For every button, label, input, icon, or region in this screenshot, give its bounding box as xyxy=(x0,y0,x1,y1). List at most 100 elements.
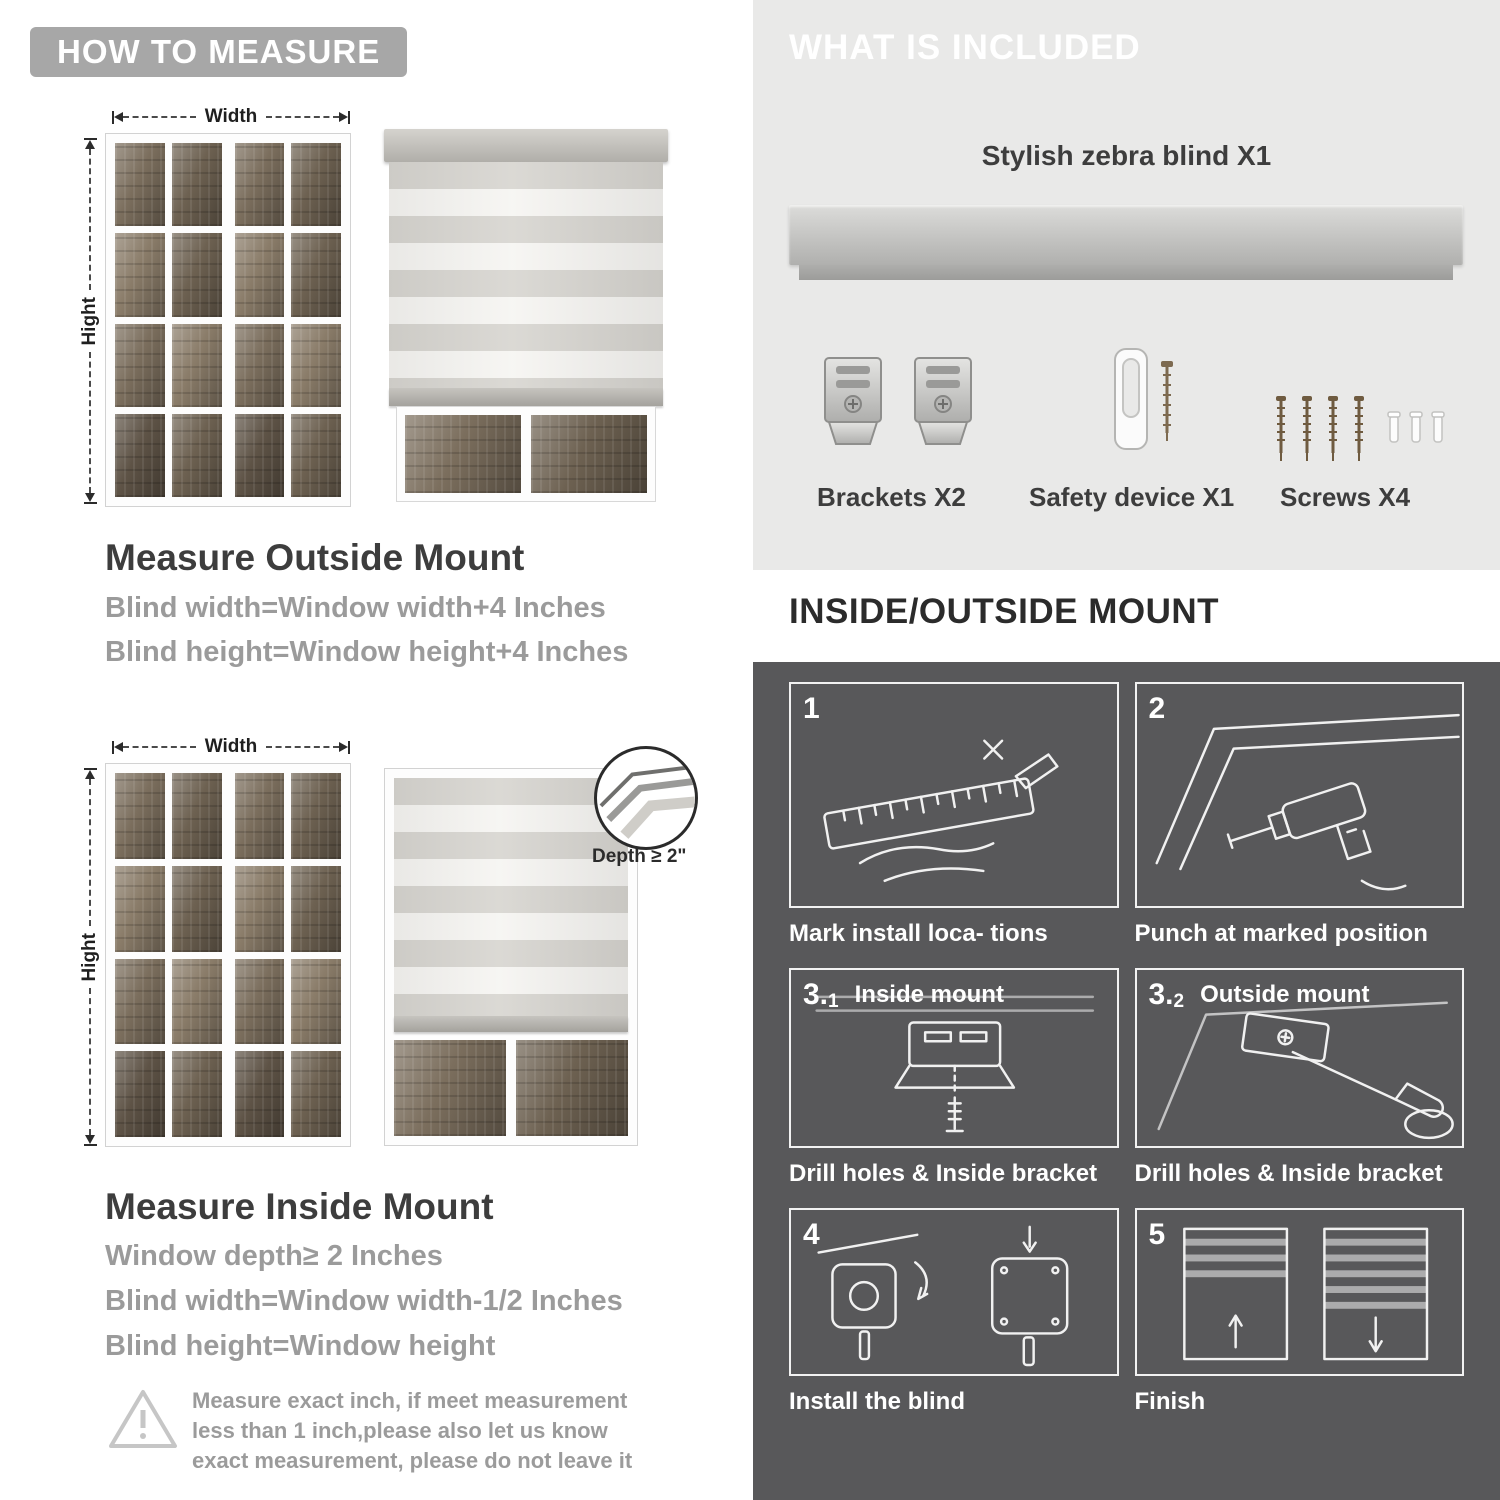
window-pane xyxy=(171,773,222,859)
zebra-blind-inside-illustration xyxy=(384,768,638,1146)
window-sashes xyxy=(115,773,341,1137)
finish-illustration xyxy=(1182,1227,1428,1361)
blind-cassette xyxy=(384,129,668,162)
measure-tick xyxy=(348,740,350,754)
zebra-blind-label: Stylish zebra blind X1 xyxy=(981,140,1272,171)
step-box-4: 4 xyxy=(789,1208,1119,1376)
mount-steps-panel: 1 xyxy=(753,662,1500,1500)
dashed-line xyxy=(123,116,196,118)
inside-outside-mount-header: INSIDE/OUTSIDE MOUNT xyxy=(789,592,1220,631)
window-pane xyxy=(291,958,341,1045)
inside-mount-heading: Measure Inside Mount xyxy=(105,1186,494,1227)
arrow-down-icon xyxy=(85,1135,95,1145)
measure-tick xyxy=(83,138,97,140)
arrow-up-icon xyxy=(85,140,95,149)
arrow-down-icon xyxy=(85,493,95,503)
width-measure-outside: Width xyxy=(112,106,350,128)
window-pane xyxy=(291,143,341,227)
width-label: Width xyxy=(204,736,258,757)
window-pane xyxy=(171,865,222,952)
step-box-2: 2 xyxy=(1134,682,1464,908)
what-is-included-header: WHAT IS INCLUDED xyxy=(789,28,1141,67)
blind-bottom-rail xyxy=(389,388,663,406)
brackets-icon xyxy=(824,357,972,445)
mount-step-1: 1 xyxy=(789,682,1119,948)
width-measure-inside: Width xyxy=(112,736,350,758)
window-pane xyxy=(291,865,341,952)
outside-mount-line-1: Blind width=Window width+4 Inches xyxy=(105,592,606,624)
window-sash xyxy=(115,773,222,1137)
window-pane xyxy=(115,865,165,952)
dashed-line xyxy=(89,779,91,926)
dashed-line xyxy=(123,746,196,748)
step-number: 2 xyxy=(1148,692,1166,725)
window-pane xyxy=(115,143,165,227)
step-box-5: 5 xyxy=(1134,1208,1464,1376)
height-label: Hight xyxy=(79,932,100,982)
measure-tick xyxy=(348,110,350,124)
warning-triangle-icon xyxy=(109,1390,177,1448)
window-pane xyxy=(291,233,341,317)
arrow-left-icon xyxy=(114,112,123,122)
install-blind-illustration xyxy=(817,1225,1069,1367)
window-pane xyxy=(171,1051,222,1137)
window-pane xyxy=(531,415,647,493)
step-caption-2: Punch at marked position xyxy=(1134,920,1428,947)
mount-step-5: 5 Finish xyxy=(1134,1208,1464,1416)
blind-bottom-rail xyxy=(394,1016,628,1032)
arrow-left-icon xyxy=(114,742,123,752)
window-pane xyxy=(516,1040,628,1136)
window-pane xyxy=(234,1051,285,1137)
step-number: 1 xyxy=(803,692,820,725)
step-caption-3-2: Drill holes & Inside bracket xyxy=(1134,1160,1443,1187)
window-pane xyxy=(234,865,285,952)
window-pane xyxy=(291,413,341,497)
mark-location-illustration xyxy=(823,739,1059,883)
window-pane xyxy=(171,958,222,1045)
outside-bracket-illustration xyxy=(1156,1001,1454,1140)
window-sash xyxy=(234,773,341,1137)
window-pane xyxy=(171,413,222,497)
window-pane xyxy=(291,773,341,859)
step-number: 4 xyxy=(803,1218,820,1251)
window-pane xyxy=(115,1051,165,1137)
window-pane xyxy=(234,233,285,317)
window-photo-outside xyxy=(105,133,351,507)
what-is-included-panel: WHAT IS INCLUDED Stylish zebra blind X1 xyxy=(753,0,1500,570)
window-pane xyxy=(234,323,285,407)
warning-text: Measure exact inch, if meet measurement … xyxy=(192,1388,633,1473)
window-pane xyxy=(115,958,165,1045)
window-sashes xyxy=(115,143,341,497)
window-pane xyxy=(291,1051,341,1137)
blind-stripes xyxy=(389,162,663,388)
measure-tick xyxy=(112,110,114,124)
step-caption-3-1: Drill holes & Inside bracket xyxy=(789,1160,1098,1187)
zebra-blind-rail-lip xyxy=(799,265,1453,280)
window-pane xyxy=(171,323,222,407)
height-measure-inside: Hight xyxy=(79,768,101,1147)
window-corner-detail xyxy=(599,764,695,839)
screws-label: Screws X4 xyxy=(1280,482,1411,512)
window-pane xyxy=(115,773,165,859)
mount-step-2: 2 Punch at marked position xyxy=(1134,682,1464,948)
dashed-line xyxy=(89,352,91,494)
window-sash xyxy=(234,143,341,497)
arrow-right-icon xyxy=(339,742,348,752)
window-pane xyxy=(234,143,285,227)
depth-callout-circle xyxy=(594,746,698,850)
window-pane xyxy=(115,233,165,317)
mount-header-band: INSIDE/OUTSIDE MOUNT xyxy=(753,570,1500,662)
window-photo-inside xyxy=(105,763,351,1147)
inside-bracket-illustration xyxy=(815,995,1095,1133)
measure-tick xyxy=(83,1144,97,1147)
depth-label: Depth ≥ 2" xyxy=(592,846,687,867)
outside-mount-heading: Measure Outside Mount xyxy=(105,537,525,578)
arrow-right-icon xyxy=(339,112,348,122)
window-pane xyxy=(234,413,285,497)
mount-step-4: 4 Install the blind xyxy=(789,1208,1119,1416)
